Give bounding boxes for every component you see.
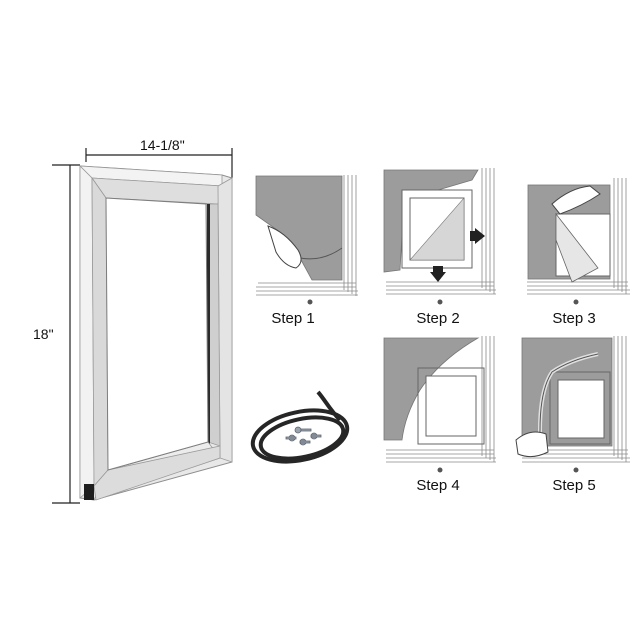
step-2-label: Step 2 <box>416 310 460 327</box>
step-5-label: Step 5 <box>552 477 596 494</box>
step-4-label: Step 4 <box>416 477 460 494</box>
step-1-label: Step 1 <box>271 310 315 327</box>
step-3-label: Step 3 <box>552 310 596 327</box>
height-label: 18" <box>33 326 54 342</box>
width-label: 14-1/8" <box>140 137 185 153</box>
